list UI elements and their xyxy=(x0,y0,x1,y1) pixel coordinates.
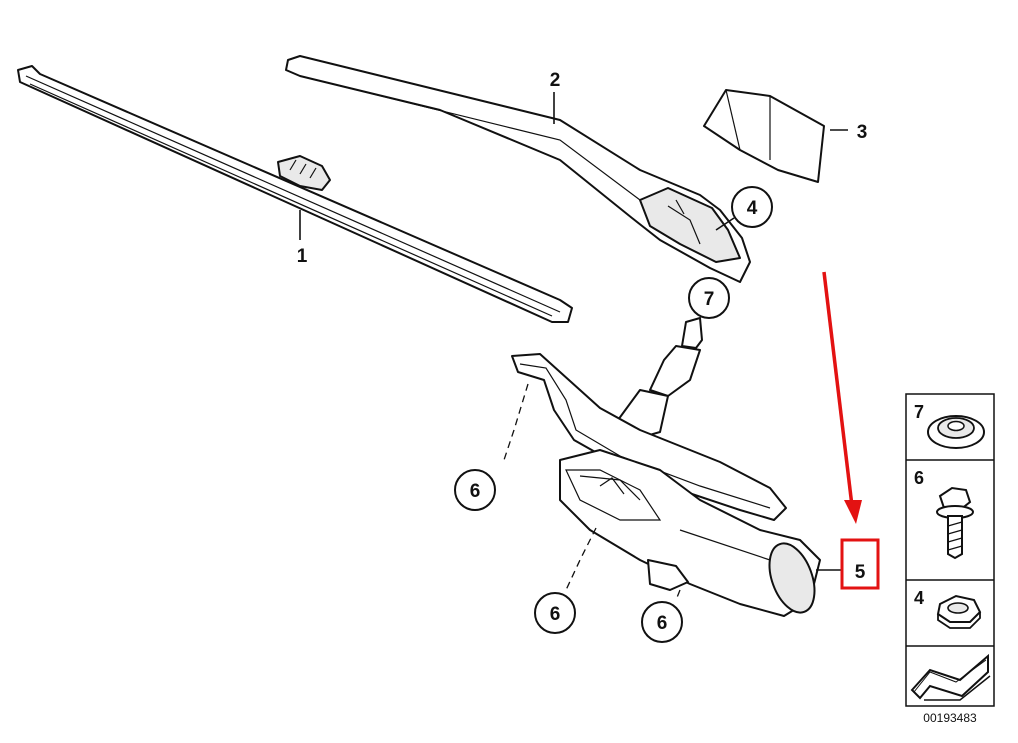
wiper-arm xyxy=(285,55,751,283)
callout-4: 4 xyxy=(715,186,773,231)
dashed-leader xyxy=(565,527,597,591)
svg-text:6: 6 xyxy=(470,481,481,502)
callout-7: 7 xyxy=(688,277,730,319)
wiper-cap xyxy=(703,89,848,183)
hex-bolt-icon xyxy=(936,486,974,560)
dashed-leader xyxy=(503,383,529,461)
red-arrow-icon xyxy=(822,271,862,524)
fastener-panel: 7 6 4 xyxy=(905,393,995,707)
callout-6-bottom-left: 6 xyxy=(534,592,576,634)
hex-nut-icon xyxy=(936,594,982,629)
svg-text:4: 4 xyxy=(747,198,758,219)
svg-text:6: 6 xyxy=(550,604,561,625)
direction-arrow-icon xyxy=(910,653,991,701)
wiper-motor xyxy=(511,317,842,617)
svg-text:6: 6 xyxy=(657,613,668,634)
panel-num-6: 6 xyxy=(914,468,924,488)
label-2: 2 xyxy=(550,70,561,91)
panel-num-4: 4 xyxy=(914,588,924,608)
dashed-leader xyxy=(675,589,681,601)
washer-nut-icon xyxy=(927,415,985,449)
callout-6-bottom-right: 6 xyxy=(641,601,683,643)
panel-num-7: 7 xyxy=(914,402,924,422)
svg-text:5: 5 xyxy=(855,562,866,583)
svg-text:7: 7 xyxy=(704,289,715,310)
label-1: 1 xyxy=(297,246,308,267)
label-3: 3 xyxy=(857,122,868,143)
highlight-box-5: 5 xyxy=(840,538,880,590)
diagram-reference-number: 00193483 xyxy=(923,711,977,725)
wiper-blade xyxy=(17,65,573,323)
callout-6-left: 6 xyxy=(454,469,496,511)
